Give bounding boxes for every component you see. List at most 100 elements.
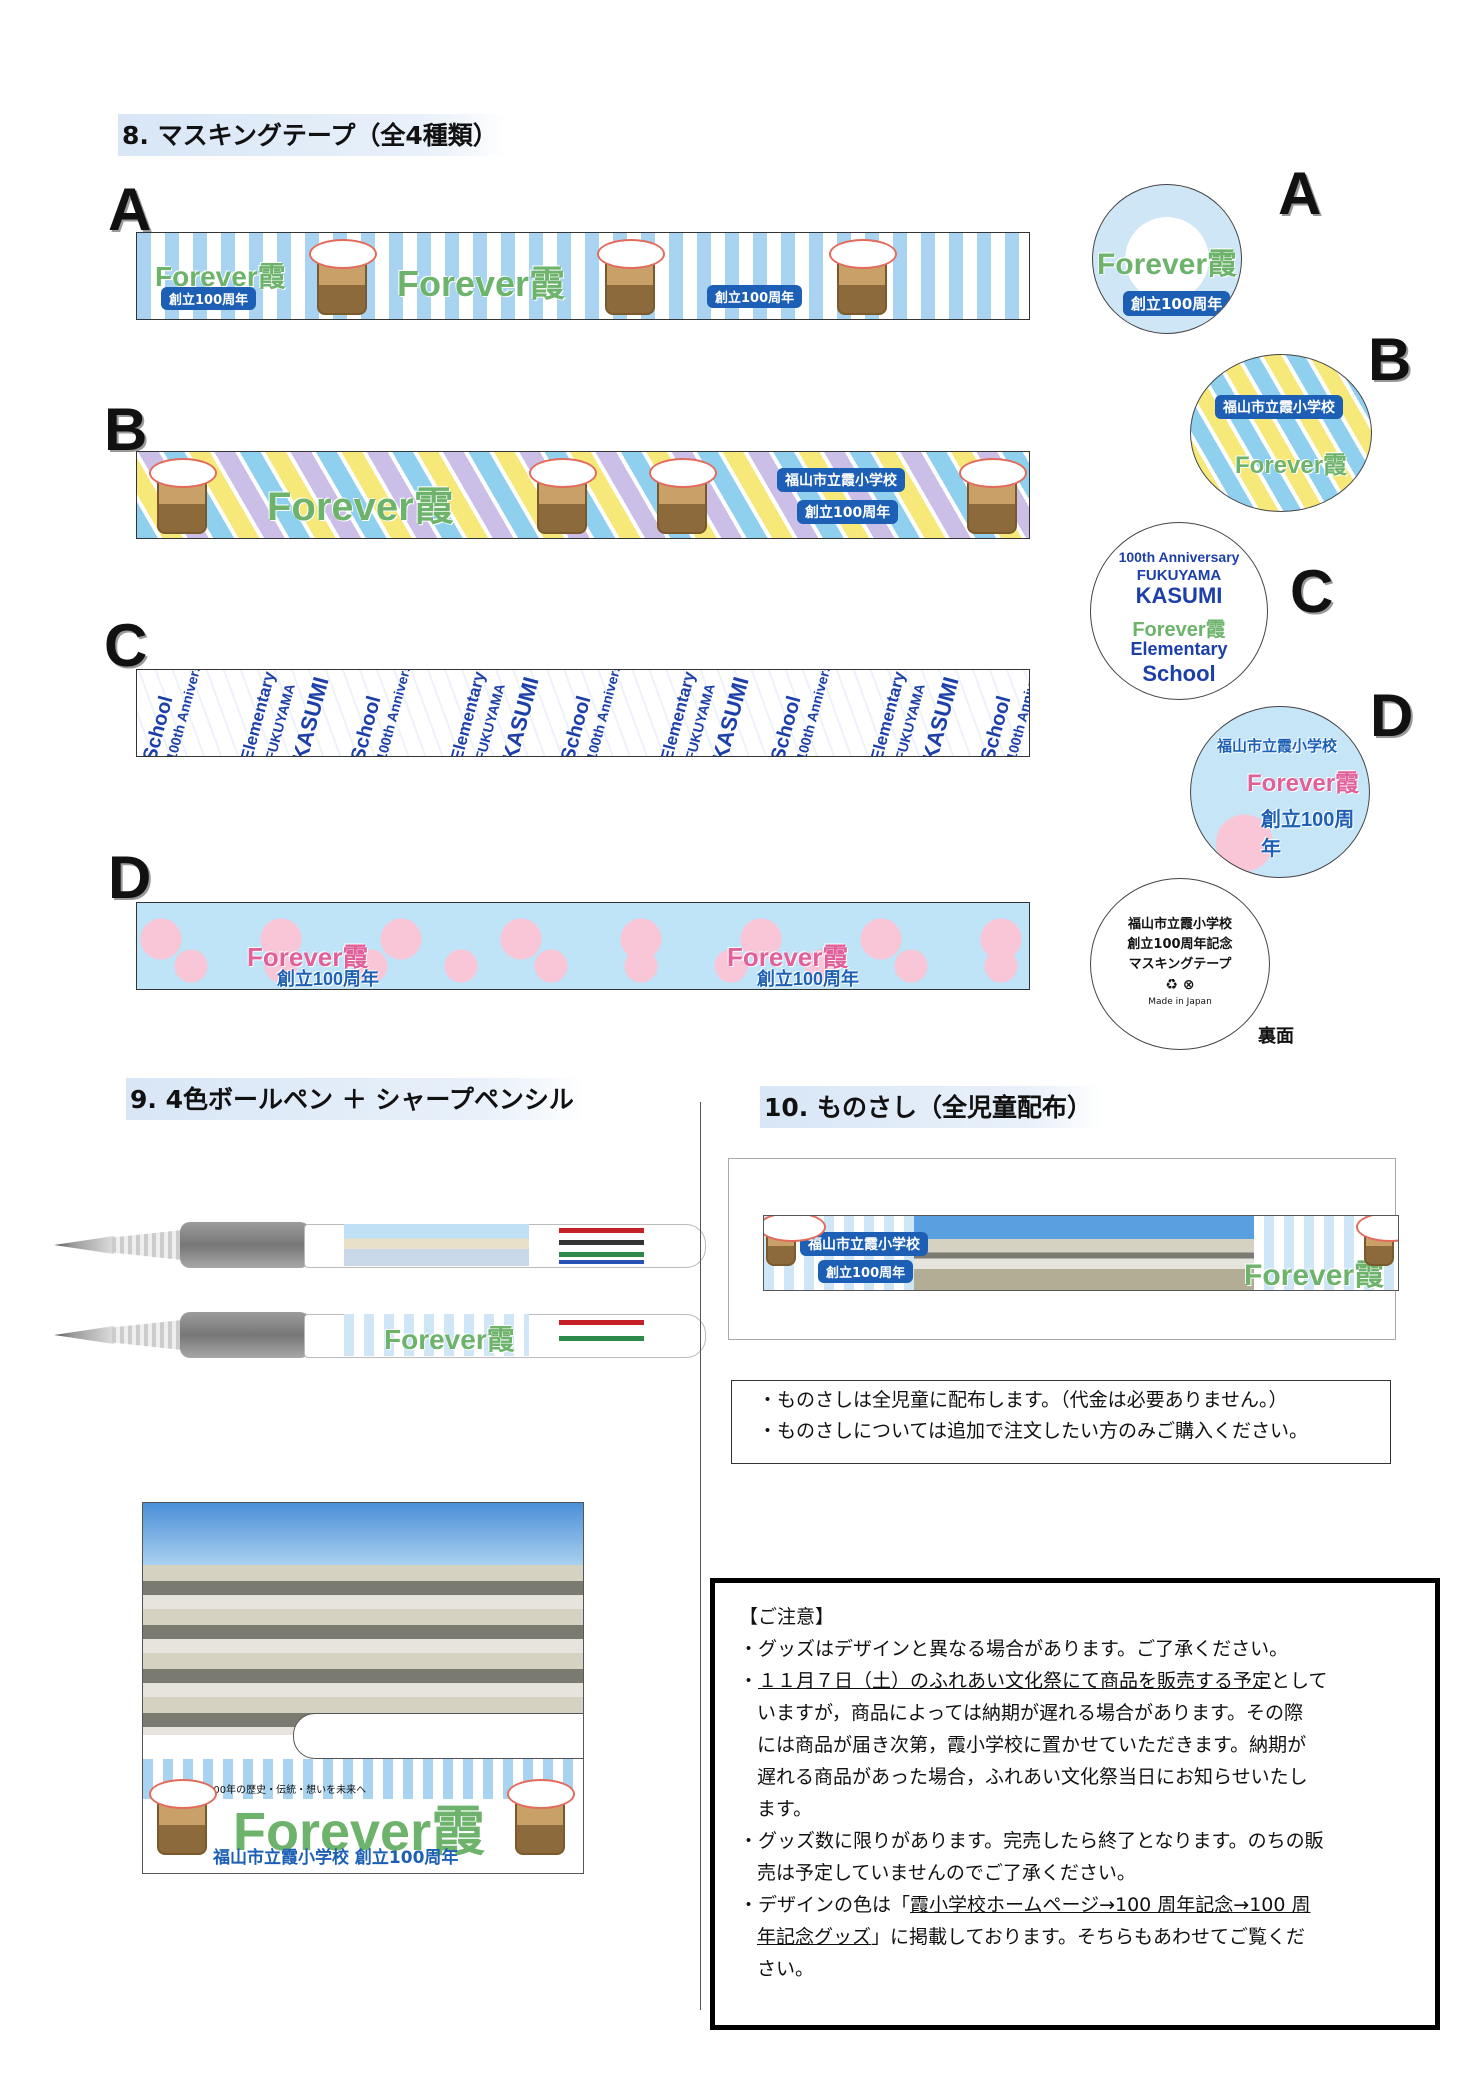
roll-c-image: 100th Anniversary FUKUYAMA KASUMI Foreve…	[1090, 522, 1268, 700]
recycle-icon: ♻ ⊗	[1165, 977, 1195, 993]
tape-d-logo: Forever霞	[247, 942, 369, 972]
tape-b-image: Forever霞 福山市立霞小学校 創立100周年	[136, 451, 1030, 539]
caution-box: 【ご注意】 ・グッズはデザインと異なる場合があります。ご了承ください。 ・１１月…	[710, 1578, 1440, 2030]
roll-back-line: 福山市立霞小学校	[1127, 917, 1232, 932]
school-photo	[344, 1224, 529, 1266]
mascot-icon	[829, 239, 897, 315]
mascot-icon	[764, 1216, 826, 1266]
caution-item-4: ・デザインの色は「霞小学校ホームページ→100 周年記念→100 周	[739, 1889, 1415, 1921]
roll-d-badge: 創立100周年	[1261, 809, 1355, 860]
green-clip	[559, 1252, 644, 1257]
tape-a-letter: A	[108, 176, 152, 243]
mascot-icon	[507, 1779, 575, 1855]
roll-back-line: 創立100周年記念	[1127, 937, 1233, 952]
pen-logo: Forever霞	[384, 1324, 515, 1355]
mascot-icon	[309, 239, 377, 315]
ruler-image: 福山市立霞小学校 創立100周年 Forever霞	[763, 1215, 1399, 1291]
roll-back-made: Made in Japan	[1148, 997, 1212, 1007]
tape-d-image: Forever霞 Forever霞 創立100周年 創立100周年	[136, 902, 1030, 990]
roll-a-badge: 創立100周年	[1123, 291, 1231, 316]
roll-back-label: 裏面	[1258, 1026, 1294, 1047]
roll-b-letter: B	[1368, 326, 1412, 393]
caution-item-2-line: 遅れる商品があった場合，ふれあい文化祭当日にお知らせいたし	[757, 1766, 1308, 1788]
tape-a-badge-left: 創立100周年	[161, 287, 257, 310]
roll-d-school: 福山市立霞小学校	[1217, 738, 1338, 755]
mascot-icon	[1356, 1216, 1398, 1266]
roll-a-image: Forever霞 創立100周年	[1092, 184, 1242, 334]
logo-wrap: Forever霞	[344, 1314, 529, 1356]
clear-file-image: 100年の歴史・伝統・想いを未来へ Forever霞 福山市立霞小学校 創立10…	[142, 1502, 584, 1874]
ruler-note: ・ものさしについては追加で注文したい方のみご購入ください。	[758, 1420, 1309, 1442]
ruler-badge: 福山市立霞小学校	[800, 1232, 928, 1256]
black-clip	[559, 1240, 644, 1245]
card-tagline: 100年の歴史・伝統・想いを未来へ	[207, 1785, 367, 1796]
roll-d-image: 福山市立霞小学校 Forever霞 創立100周年	[1190, 706, 1370, 878]
caution-item-4-line: 年記念グッズ」に掲載しております。そちらもあわせてご覧くだ	[739, 1921, 1415, 1953]
roll-c-line: KASUMI	[1135, 583, 1223, 608]
ruler-notes-box: ・ものさしは全児童に配布します。（代金は必要ありません。） ・ものさしについては…	[731, 1380, 1391, 1464]
caution-item-3-line: 売は予定していませんのでご了承ください。	[757, 1862, 1136, 1884]
caution-item-4-text: 」に掲載しております。そちらもあわせてご覧くだ	[871, 1926, 1305, 1948]
roll-a-logo: Forever霞	[1096, 248, 1238, 281]
green-clip	[559, 1336, 644, 1341]
roll-back-image: 福山市立霞小学校 創立100周年記念 マスキングテープ ♻ ⊗ Made in …	[1090, 878, 1270, 1050]
ruler-badge2: 創立100周年	[818, 1260, 914, 1283]
blue-clip	[559, 1260, 644, 1264]
roll-c-line: Forever霞	[1132, 619, 1226, 641]
bullet: ・	[739, 1670, 759, 1692]
tape-c-image: School 100th Anniversary Elementary FUKU…	[136, 669, 1030, 757]
mascot-icon	[649, 458, 717, 534]
ruler-frame: 福山市立霞小学校 創立100周年 Forever霞	[728, 1158, 1399, 1340]
die-cut-slot	[293, 1713, 583, 1759]
tape-a-badge: 創立100周年	[707, 285, 803, 308]
tape-b-badge2: 創立100周年	[797, 500, 899, 524]
caution-item-4-text: ・デザインの色は「	[739, 1894, 911, 1916]
card-logo: Forever霞	[233, 1802, 486, 1862]
homepage-link-cont[interactable]: 年記念グッズ	[757, 1926, 872, 1948]
caution-item-2-line: には商品が届き次第，霞小学校に置かせていただきます。納期が	[757, 1734, 1307, 1756]
roll-c-line: School	[1142, 661, 1216, 686]
ruler-logo: Forever霞	[1244, 1259, 1385, 1291]
tape-d-badge: 創立100周年	[277, 969, 380, 989]
caution-item-4-line: さい。	[757, 1958, 815, 1980]
roll-b-image: 福山市立霞小学校 Forever霞	[1190, 354, 1372, 512]
red-clip	[559, 1320, 644, 1325]
roll-b-badge: 福山市立霞小学校	[1215, 395, 1343, 419]
roll-c-line: FUKUYAMA	[1136, 567, 1222, 584]
card-badge: 福山市立霞小学校 創立100周年	[213, 1848, 459, 1868]
tape-c-letter: C	[104, 612, 148, 679]
mascot-icon	[959, 458, 1027, 534]
homepage-link[interactable]: 霞小学校ホームページ→100 周年記念→100 周	[910, 1894, 1311, 1916]
school-photo	[914, 1216, 1254, 1290]
tape-d-badge: 創立100周年	[757, 969, 860, 989]
mascot-icon	[149, 1779, 217, 1855]
tape-d-letter: D	[108, 844, 152, 911]
caution-item-2-line: いますが，商品によっては納期が遅れる場合があります。その際	[757, 1702, 1304, 1724]
caution-item-2: ・１１月７日（土）のふれあい文化祭にて商品を販売する予定として	[739, 1665, 1415, 1697]
caution-item-2-date: １１月７日（土）のふれあい文化祭にて商品を販売する予定	[758, 1670, 1272, 1692]
tape-b-letter: B	[104, 396, 148, 463]
caution-item-1: ・グッズはデザインと異なる場合があります。ご了承ください。	[739, 1638, 1289, 1660]
red-clip	[559, 1228, 644, 1233]
caution-item-2-line: ます。	[757, 1798, 813, 1820]
caution-item-2-text: として	[1271, 1670, 1328, 1692]
tape-a-logo-center: Forever霞	[397, 263, 566, 304]
mascot-icon	[597, 239, 665, 315]
mascot-icon	[149, 458, 217, 534]
tape-b-badge: 福山市立霞小学校	[777, 468, 905, 492]
section-9-heading: 9. 4色ボールペン ＋ シャープペンシル	[126, 1078, 584, 1120]
school-building	[143, 1565, 583, 1735]
roll-d-logo: Forever霞	[1247, 770, 1360, 797]
caution-title: 【ご注意】	[739, 1606, 835, 1628]
roll-b-logo: Forever霞	[1235, 452, 1348, 479]
roll-c-line: Elementary	[1130, 639, 1228, 659]
ruler-note: ・ものさしは全児童に配布します。（代金は必要ありません。）	[758, 1389, 1288, 1411]
roll-c-letter: C	[1290, 558, 1334, 625]
section-10-heading: 10. ものさし（全児童配布）	[760, 1086, 1102, 1128]
tape-d-logo: Forever霞	[727, 942, 849, 972]
column-divider	[700, 1102, 701, 2010]
roll-a-letter: A	[1278, 160, 1322, 227]
mascot-icon	[529, 458, 597, 534]
section-8-heading: 8. マスキングテープ（全4種類）	[118, 114, 508, 156]
tape-a-logo: Forever霞	[155, 261, 286, 292]
